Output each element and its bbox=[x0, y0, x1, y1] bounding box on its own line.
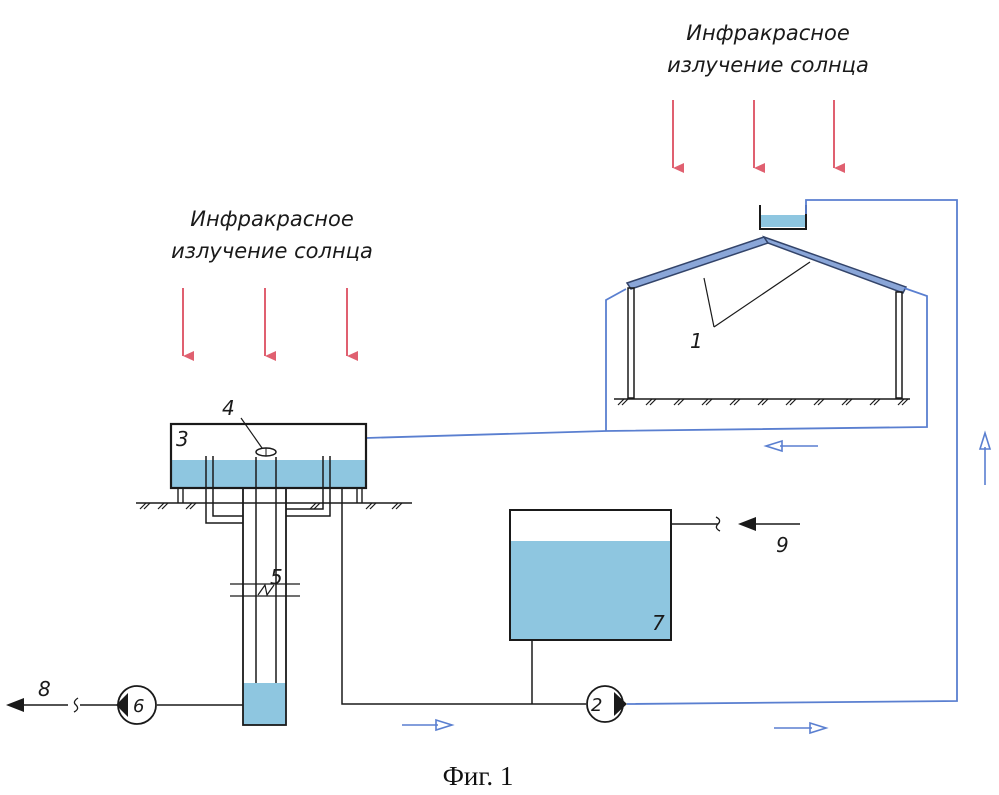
leader-line-1 bbox=[703, 277, 715, 328]
pipe-riser bbox=[626, 199, 958, 705]
ir-arrows-right bbox=[672, 100, 845, 173]
flow-arrow-up bbox=[978, 430, 992, 485]
greenhouse: 1 bbox=[614, 235, 910, 406]
greenhouse-wall-left bbox=[627, 287, 635, 399]
label-1: 1 bbox=[690, 329, 703, 353]
figure-caption: Фиг. 1 bbox=[443, 761, 514, 791]
ground-hatch bbox=[139, 502, 403, 510]
ir-label-right-line1: Инфракрасное bbox=[686, 21, 850, 45]
label-3: 3 bbox=[176, 427, 189, 451]
storage-tank: 7 bbox=[509, 509, 672, 641]
well-outlet: 4 bbox=[222, 396, 277, 457]
ir-label-right-line2: излучение солнца bbox=[667, 53, 869, 77]
solar-collector-right bbox=[762, 235, 908, 294]
greenhouse-wall-right bbox=[895, 291, 903, 399]
supply-pipe bbox=[341, 488, 586, 705]
pipe-greenhouse-left bbox=[605, 288, 627, 431]
ir-arrows-left bbox=[182, 288, 358, 361]
pump-6: 6 bbox=[116, 685, 243, 725]
well: 5 bbox=[230, 487, 300, 726]
ground-hatch bbox=[617, 398, 909, 406]
outlet-8: 8 bbox=[6, 677, 118, 713]
blue-pipes bbox=[365, 199, 958, 705]
flow-arrows bbox=[402, 430, 992, 735]
flow-arrow-right bbox=[774, 721, 829, 735]
label-8: 8 bbox=[38, 677, 51, 701]
solar-pond: 3 bbox=[136, 422, 412, 510]
label-7: 7 bbox=[652, 611, 665, 635]
pump-2: 2 bbox=[586, 685, 627, 723]
leader-line-1 bbox=[713, 261, 811, 328]
ir-label-left-line1: Инфракрасное bbox=[190, 207, 354, 231]
leader-line-4 bbox=[240, 417, 263, 449]
label-4: 4 bbox=[222, 396, 235, 420]
flow-arrow-right bbox=[402, 718, 455, 732]
inlet-9: 9 bbox=[671, 516, 800, 557]
header-tank bbox=[759, 205, 807, 230]
heat-exchanger bbox=[205, 456, 331, 684]
ir-label-left-line2: излучение солнца bbox=[171, 239, 373, 263]
pipe-greenhouse-right bbox=[605, 287, 928, 432]
label-2: 2 bbox=[591, 695, 602, 716]
flow-arrow-left bbox=[763, 439, 818, 453]
solar-collector-left bbox=[625, 236, 770, 290]
label-6: 6 bbox=[133, 696, 144, 717]
label-5: 5 bbox=[270, 565, 283, 589]
pipe-to-pond bbox=[365, 430, 607, 439]
label-9: 9 bbox=[776, 533, 789, 557]
